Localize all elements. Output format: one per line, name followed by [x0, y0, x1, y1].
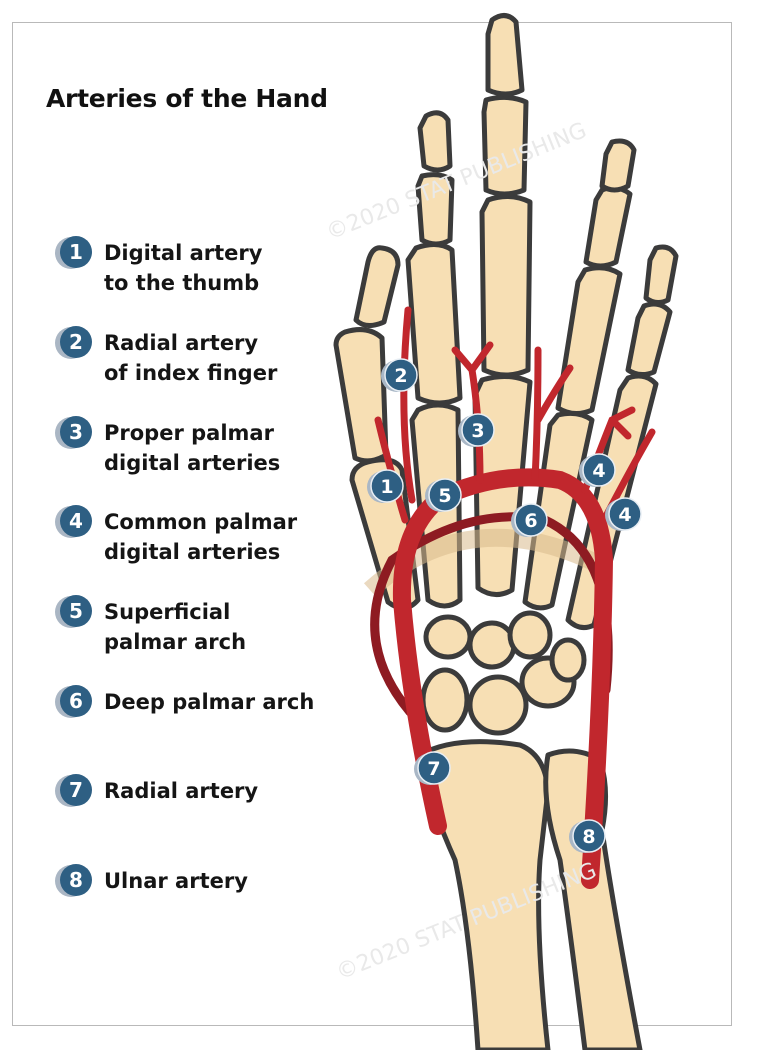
- little-phalanx: [643, 244, 679, 306]
- common-palmar-digital-artery: [531, 346, 574, 484]
- legend-label: Radial artery: [104, 779, 259, 803]
- thumb-phalanx: [353, 245, 401, 328]
- number-badge: 8: [55, 864, 92, 898]
- marker: 2: [381, 358, 418, 392]
- number-badge: 6: [55, 685, 92, 719]
- ring-phalanx: [555, 265, 623, 416]
- svg-text:5: 5: [438, 485, 451, 507]
- marker: 8: [569, 819, 606, 853]
- radial-artery: [392, 468, 614, 889]
- svg-text:4: 4: [618, 504, 631, 526]
- legend-label: Ulnar artery: [104, 869, 248, 893]
- carpal-bone: [549, 637, 587, 683]
- index-phalanx: [415, 172, 455, 247]
- ring-phalanx: [599, 138, 637, 193]
- legend-label: Deep palmar arch: [104, 690, 315, 714]
- number-badge: 4: [55, 505, 92, 539]
- number-badge: 3: [55, 416, 92, 450]
- legend-item: 8 Ulnar artery: [55, 864, 358, 924]
- marker: 4: [579, 453, 616, 487]
- svg-text:2: 2: [394, 365, 407, 387]
- svg-text:8: 8: [582, 826, 595, 848]
- marker: 6: [511, 503, 548, 537]
- radius-bone: [417, 739, 551, 1050]
- legend-item: 7 Radial artery: [55, 774, 358, 834]
- middle-phalanx: [479, 194, 533, 378]
- carpal-bone: [507, 610, 553, 660]
- number-badge: 5: [55, 595, 92, 629]
- index-phalanx: [417, 110, 453, 173]
- middle-phalanx: [481, 94, 529, 197]
- svg-text:3: 3: [471, 420, 484, 442]
- page-title: Arteries of the Hand: [46, 84, 328, 113]
- little-phalanx: [625, 301, 673, 378]
- watermark: ©2020 STAT PUBLISHING: [323, 118, 590, 245]
- marker: 1: [367, 469, 404, 503]
- marker: 7: [414, 751, 451, 785]
- legend-item: 6 Deep palmar arch: [55, 685, 358, 745]
- carpal-bone: [467, 674, 529, 736]
- marker: 3: [458, 413, 495, 447]
- middle-phalanx: [485, 13, 525, 97]
- number-badge: 1: [55, 236, 92, 270]
- hand-bones: [333, 13, 679, 1050]
- marker: 5: [425, 478, 462, 512]
- svg-text:4: 4: [592, 460, 605, 482]
- marker: 4: [605, 497, 642, 531]
- carpal-bone: [420, 667, 470, 733]
- svg-text:7: 7: [427, 758, 440, 780]
- number-badge: 2: [55, 326, 92, 360]
- svg-text:1: 1: [380, 476, 393, 498]
- svg-text:6: 6: [524, 510, 537, 532]
- thumb-phalanx: [333, 327, 389, 464]
- number-badge: 7: [55, 774, 92, 808]
- carpal-bone: [467, 620, 517, 670]
- radial-artery-index: [400, 306, 416, 504]
- ring-phalanx: [583, 185, 633, 269]
- carpal-bone: [423, 614, 473, 660]
